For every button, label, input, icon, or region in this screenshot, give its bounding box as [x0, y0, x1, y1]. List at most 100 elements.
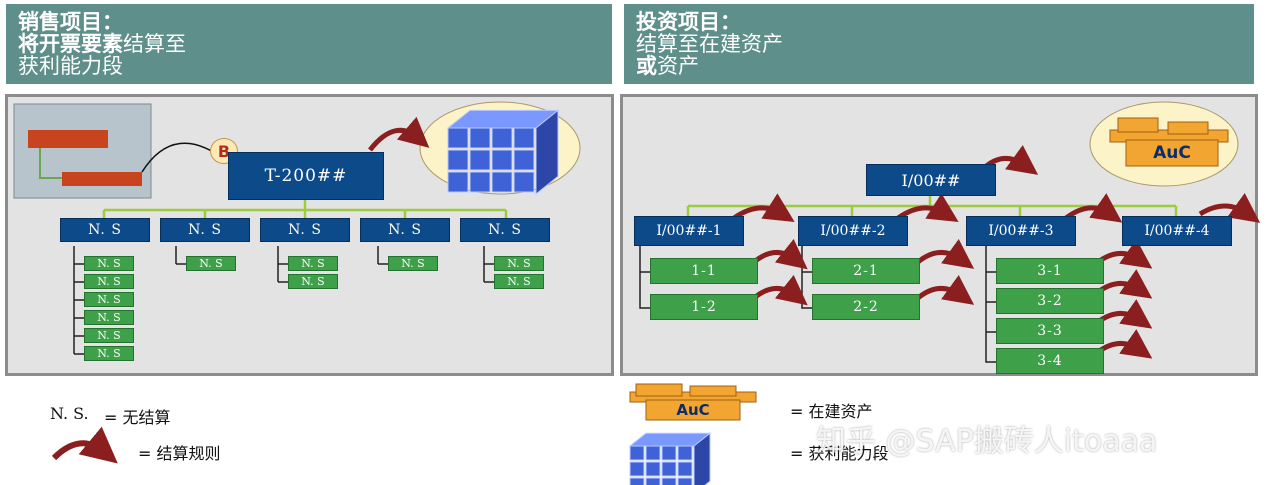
- ns-sub-node-label: N. S: [97, 311, 121, 324]
- right-header-line3-rest: 资产: [657, 54, 699, 78]
- ns-sub-node-label: N. S: [507, 257, 531, 270]
- left-sub-lines: [73, 246, 494, 355]
- ns-sub-node[interactable]: N. S: [84, 274, 134, 289]
- legend-auc-desc: = 在建资产: [790, 398, 873, 422]
- ns-node-3[interactable]: N. S: [260, 218, 350, 242]
- right-header-line3: 或资产: [636, 55, 1242, 77]
- wbs-leaf-node[interactable]: 3-4: [996, 348, 1104, 374]
- left-header-line1: 销售项目：: [18, 10, 123, 34]
- left-header: 销售项目： 将开票要素结算至 获利能力段: [6, 4, 612, 84]
- ns-sub-node[interactable]: N. S: [84, 292, 134, 307]
- ns-sub-node[interactable]: N. S: [186, 256, 236, 271]
- wbs-leaf-node[interactable]: 3-2: [996, 288, 1104, 314]
- wbs-leaf-node[interactable]: 1-2: [650, 294, 758, 320]
- auc-label: AuC: [1153, 143, 1191, 163]
- wbs-leaf-node[interactable]: 1-1: [650, 258, 758, 284]
- legend-ns-key-text: N. S.: [50, 404, 89, 423]
- ns-sub-node-label: N. S: [301, 275, 325, 288]
- left-header-line2-rest: 结算至: [123, 32, 186, 56]
- legend-arrow-desc: = 结算规则: [138, 440, 221, 464]
- legend-arrow-icon: [51, 426, 118, 464]
- wbs-leaf-node[interactable]: 2-1: [812, 258, 920, 284]
- wbs-leaf-label: 1-2: [691, 299, 717, 315]
- legend-auc-label: AuC: [646, 400, 740, 420]
- ns-sub-node[interactable]: N. S: [288, 256, 338, 271]
- wbs-leaf-label: 3-3: [1037, 323, 1063, 339]
- wbs-root-i00-label: I/00##: [901, 170, 961, 190]
- wbs-leaf-label: 3-2: [1037, 293, 1063, 309]
- wbs-child-4[interactable]: I/00##-4: [1122, 216, 1232, 246]
- wbs-root-t200-label: T-200##: [264, 166, 348, 186]
- wbs-leaf-label: 3-4: [1037, 353, 1063, 369]
- settlement-arrow-root: [368, 116, 430, 152]
- ns-sub-node-label: N. S: [507, 275, 531, 288]
- legend-ns-desc-text: = 无结算: [104, 408, 171, 427]
- legend-cube-desc-text: = 获利能力段: [790, 444, 889, 463]
- ns-node-label: N. S: [188, 222, 222, 238]
- wbs-child-2[interactable]: I/00##-2: [798, 216, 908, 246]
- wbs-leaf-label: 2-2: [853, 299, 879, 315]
- left-header-line2: 将开票要素结算至: [18, 33, 600, 55]
- badge-b-label: B: [217, 141, 231, 161]
- ns-node-label: N. S: [288, 222, 322, 238]
- wbs-leaf-label: 2-1: [853, 263, 879, 279]
- left-header-line2-strong: 将开票要素: [18, 32, 123, 56]
- ns-sub-node[interactable]: N. S: [494, 274, 544, 289]
- ns-sub-node-label: N. S: [97, 293, 121, 306]
- ns-node-label: N. S: [388, 222, 422, 238]
- ns-sub-node[interactable]: N. S: [494, 256, 544, 271]
- wbs-child-label: I/00##-3: [988, 223, 1054, 239]
- watermark: 知乎 @SAP搬砖人itoaaa: [816, 416, 1157, 460]
- left-tree-lines: [102, 200, 508, 218]
- auc-icon: [1089, 101, 1239, 187]
- ns-sub-node-label: N. S: [97, 329, 121, 342]
- ns-node-label: N. S: [488, 222, 522, 238]
- ns-sub-node[interactable]: N. S: [388, 256, 438, 271]
- ns-sub-node-label: N. S: [401, 257, 425, 270]
- legend-ns-desc: = 无结算: [104, 404, 171, 428]
- watermark-text: 知乎 @SAP搬砖人itoaaa: [816, 424, 1158, 459]
- wbs-root-t200[interactable]: T-200##: [228, 152, 384, 200]
- ns-sub-node[interactable]: N. S: [288, 274, 338, 289]
- ns-sub-node[interactable]: N. S: [84, 310, 134, 325]
- ns-sub-node-label: N. S: [97, 275, 121, 288]
- legend-cube-icon: [628, 432, 712, 485]
- ns-sub-node-label: N. S: [97, 347, 121, 360]
- legend-arrow-desc-text: = 结算规则: [138, 444, 221, 463]
- right-header-line2: 结算至在建资产: [636, 32, 783, 56]
- right-header-line1: 投资项目：: [636, 10, 741, 34]
- legend-auc-desc-text: = 在建资产: [790, 402, 873, 421]
- wbs-leaf-label: 3-1: [1037, 263, 1063, 279]
- right-header: 投资项目： 结算至在建资产 或资产: [624, 4, 1254, 84]
- document-icon: [13, 103, 152, 199]
- ns-node-4[interactable]: N. S: [360, 218, 450, 242]
- right-header-line3-strong: 或: [636, 54, 657, 78]
- profitability-cube-icon: [419, 101, 581, 196]
- ns-node-1[interactable]: N. S: [60, 218, 150, 242]
- ns-node-2[interactable]: N. S: [160, 218, 250, 242]
- ns-sub-node-label: N. S: [97, 257, 121, 270]
- legend-auc-icon: [629, 383, 757, 421]
- wbs-child-label: I/00##-1: [656, 223, 722, 239]
- ns-sub-node-label: N. S: [301, 257, 325, 270]
- wbs-child-label: I/00##-4: [1144, 223, 1210, 239]
- left-header-line3: 获利能力段: [18, 54, 123, 78]
- ns-node-5[interactable]: N. S: [460, 218, 550, 242]
- wbs-leaf-node[interactable]: 3-1: [996, 258, 1104, 284]
- legend-cube-desc: = 获利能力段: [790, 440, 889, 464]
- wbs-child-1[interactable]: I/00##-1: [634, 216, 744, 246]
- wbs-child-label: I/00##-2: [820, 223, 886, 239]
- ns-sub-node[interactable]: N. S: [84, 346, 134, 361]
- legend-ns-key: N. S.: [50, 404, 89, 423]
- ns-sub-node[interactable]: N. S: [84, 328, 134, 343]
- ns-sub-node[interactable]: N. S: [84, 256, 134, 271]
- wbs-leaf-node[interactable]: 3-3: [996, 318, 1104, 344]
- wbs-leaf-node[interactable]: 2-2: [812, 294, 920, 320]
- wbs-root-i00[interactable]: I/00##: [866, 164, 996, 196]
- ns-node-label: N. S: [88, 222, 122, 238]
- legend-auc-label-text: AuC: [676, 401, 710, 419]
- ns-sub-node-label: N. S: [199, 257, 223, 270]
- wbs-leaf-label: 1-1: [691, 263, 717, 279]
- wbs-child-3[interactable]: I/00##-3: [966, 216, 1076, 246]
